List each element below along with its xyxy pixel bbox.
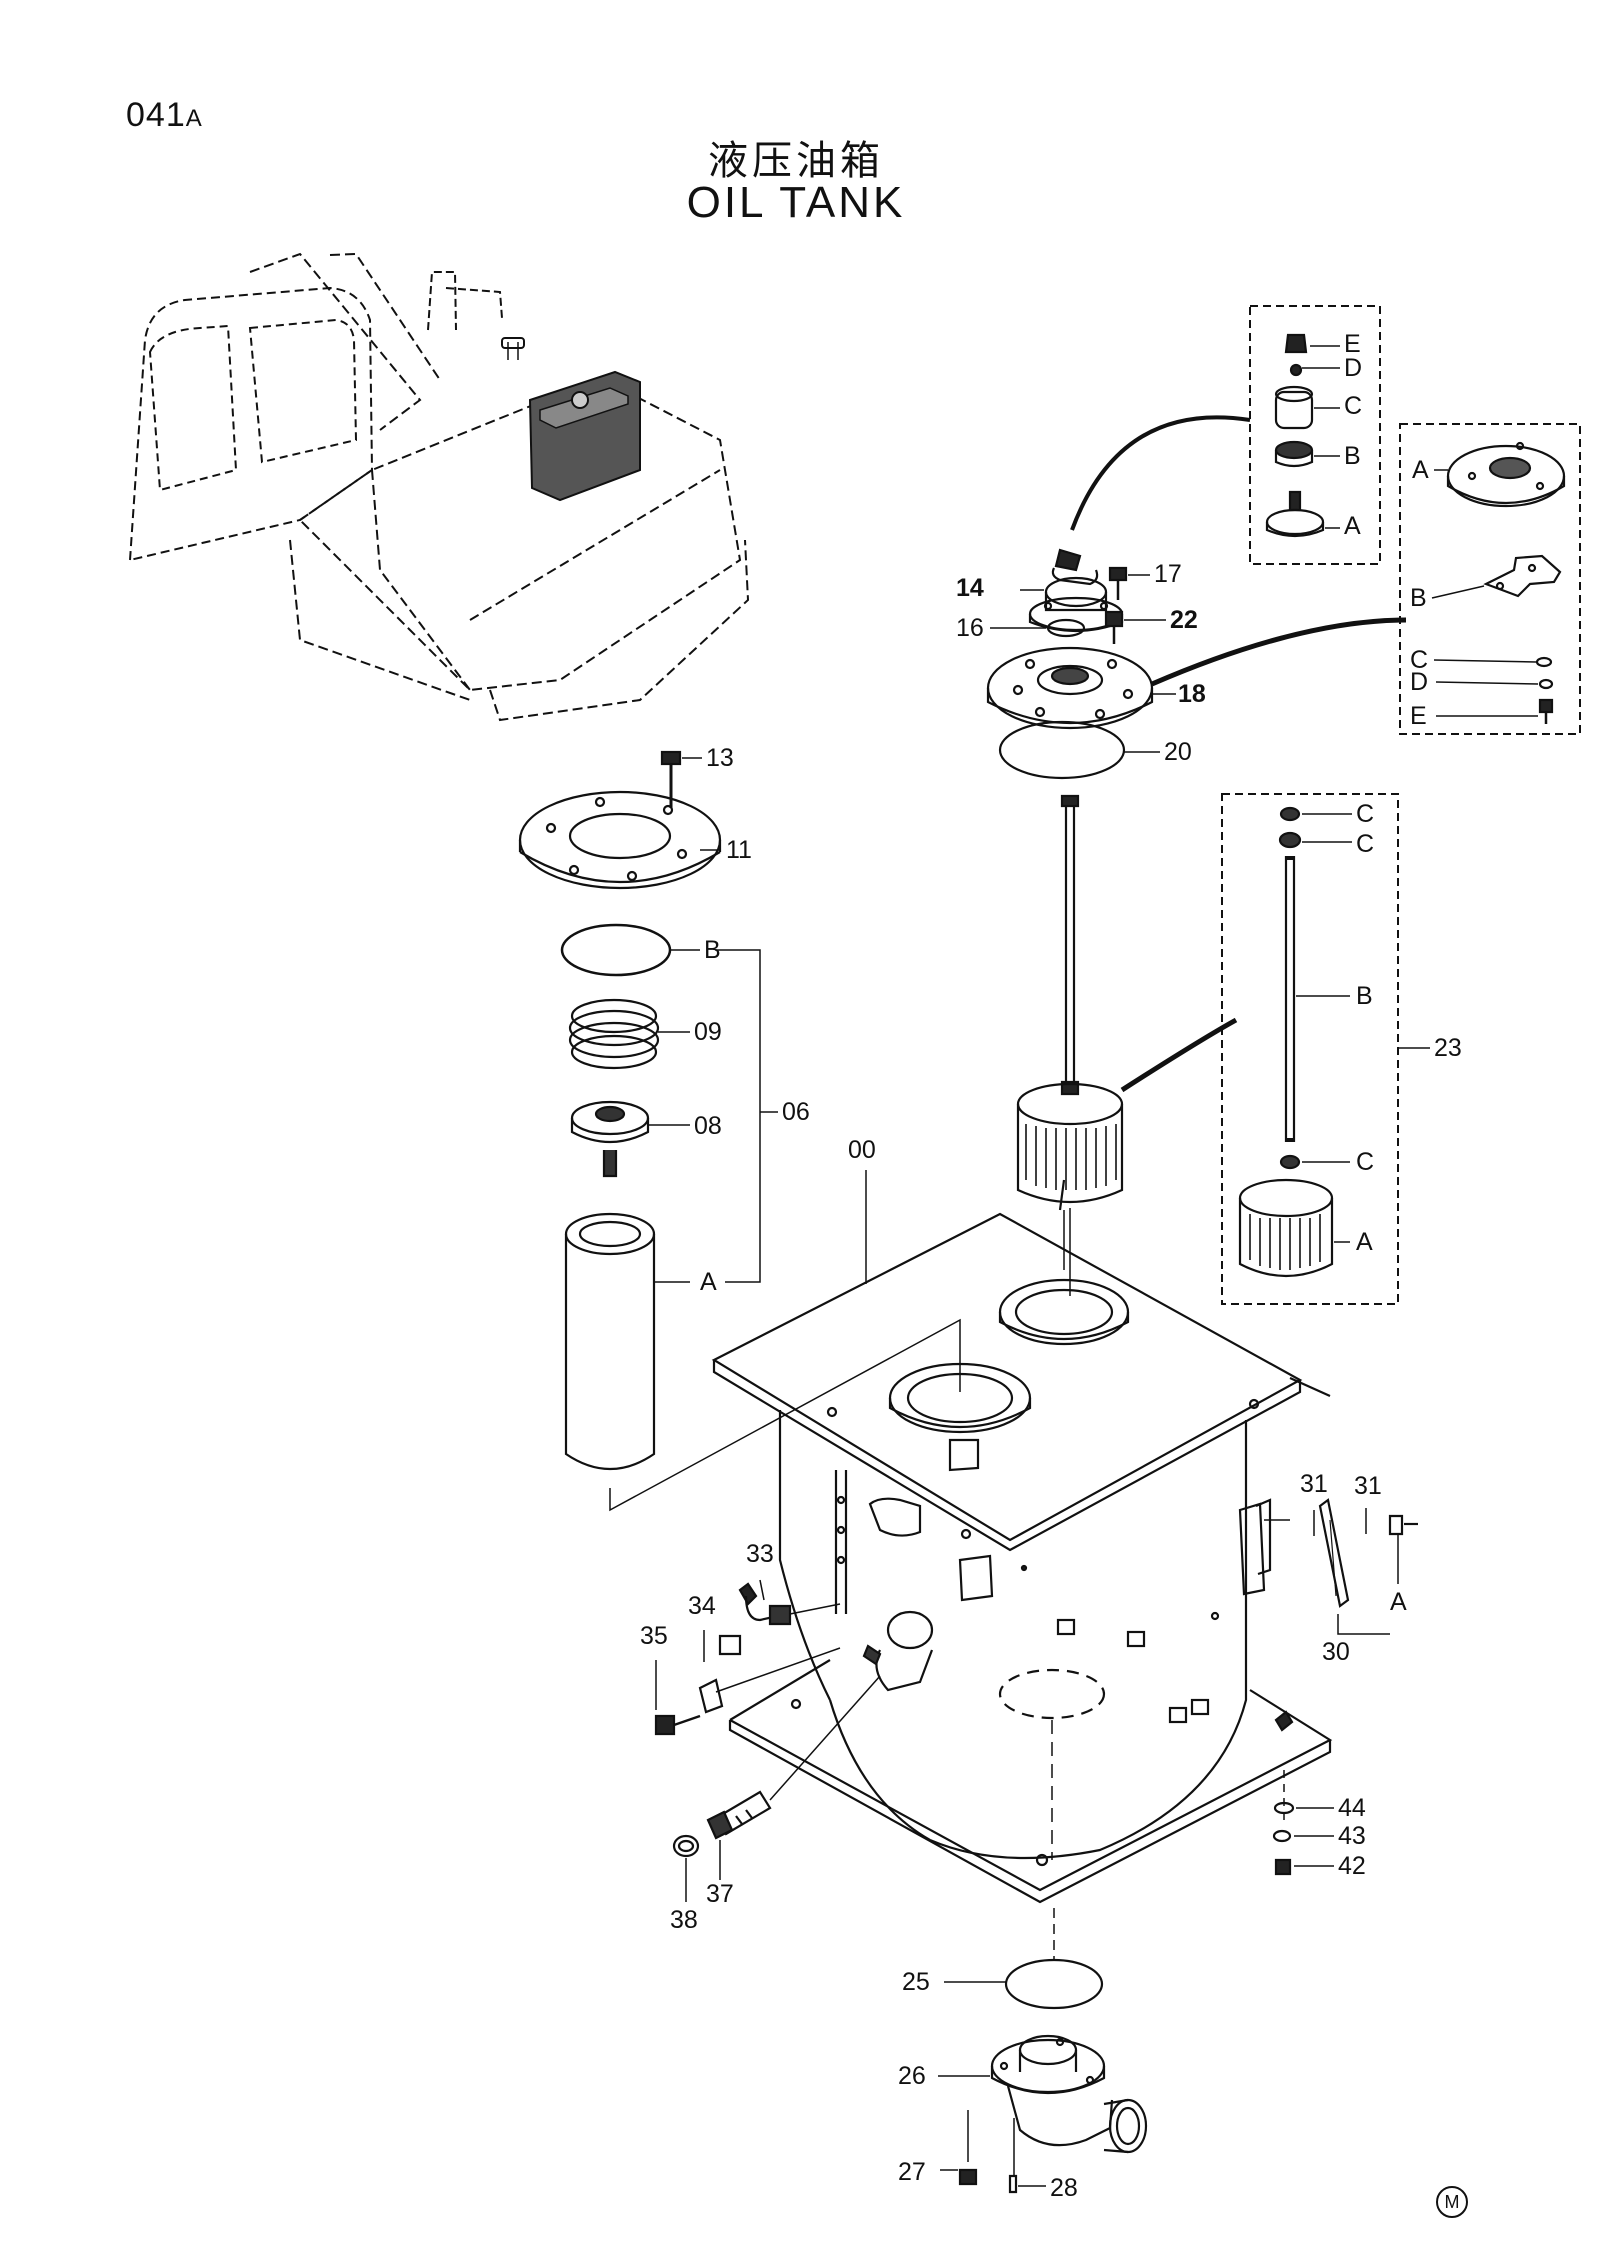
callout-16: 16	[956, 614, 984, 642]
callout-30: 30	[1322, 1638, 1350, 1666]
valve-08	[570, 1100, 690, 1178]
bolt-set-42-44	[1272, 1710, 1334, 1876]
callout-33: 33	[746, 1540, 774, 1568]
sensor-parts-33-35	[654, 1579, 841, 1736]
title-chinese: 液压油箱	[708, 138, 884, 184]
callout-06: 06	[782, 1098, 810, 1126]
callout-31-b: 31	[1354, 1472, 1382, 1500]
callout-11: 11	[726, 836, 752, 864]
callout-18-c: C	[1410, 646, 1429, 674]
corner-mark: M	[1436, 2186, 1468, 2218]
callout-17: 17	[1154, 560, 1182, 588]
callout-14-b: B	[1344, 442, 1361, 470]
callout-23: 23	[1434, 1034, 1462, 1062]
callout-18-b: B	[1410, 584, 1427, 612]
callout-06-b: B	[704, 936, 721, 964]
level-gauge-30	[1255, 1498, 1418, 1635]
callout-25: 25	[902, 1968, 930, 1996]
callout-14-d: D	[1344, 354, 1363, 382]
callout-18: 18	[1178, 680, 1206, 708]
callout-09: 09	[694, 1018, 722, 1046]
spring-09	[568, 998, 690, 1070]
callout-38: 38	[670, 1906, 698, 1934]
callout-23-b: B	[1356, 982, 1373, 1010]
callout-20: 20	[1164, 738, 1192, 766]
callout-08: 08	[694, 1112, 722, 1140]
callout-23-a: A	[1356, 1228, 1373, 1256]
callout-26: 26	[898, 2062, 926, 2090]
page-code: 041A	[126, 96, 203, 135]
detail-box-18	[1399, 423, 1581, 735]
filter-element-a	[564, 1212, 690, 1470]
breather-group-14	[990, 548, 1166, 644]
callout-14-a: A	[1344, 512, 1361, 540]
callout-28: 28	[1050, 2174, 1078, 2202]
callout-00: 00	[848, 1136, 876, 1164]
callout-22: 22	[1170, 606, 1198, 634]
callout-14-e: E	[1344, 330, 1361, 358]
page-code-number: 041	[126, 96, 186, 134]
callout-35: 35	[640, 1622, 668, 1650]
callout-43: 43	[1338, 1822, 1366, 1850]
callout-13: 13	[706, 744, 734, 772]
callout-18-a: A	[1412, 456, 1429, 484]
title-english: OIL TANK	[686, 178, 906, 227]
callout-14: 14	[956, 574, 984, 602]
callout-37: 37	[706, 1880, 734, 1908]
callout-14-c: C	[1344, 392, 1363, 420]
callout-30-a: A	[1390, 1588, 1407, 1616]
callout-23-c1: C	[1356, 800, 1375, 828]
suction-strainer	[1016, 794, 1124, 1296]
callout-23-c3: C	[1356, 1148, 1375, 1176]
callout-23-c2: C	[1356, 830, 1375, 858]
callout-31-a: 31	[1300, 1470, 1328, 1498]
corner-mark-text: M	[1444, 2192, 1460, 2212]
drain-cover-group	[938, 1908, 1148, 2194]
callout-27: 27	[898, 2158, 926, 2186]
callout-18-e: E	[1410, 702, 1427, 730]
callout-06-a: A	[700, 1268, 717, 1296]
cover-plate-11	[518, 790, 722, 890]
callout-42: 42	[1338, 1852, 1366, 1880]
suction-cover-18	[986, 646, 1176, 780]
page-code-suffix: A	[185, 105, 203, 132]
callout-18-d: D	[1410, 668, 1429, 696]
bolt-13	[660, 750, 702, 808]
suction-fitting-37	[672, 1675, 881, 1902]
callout-34: 34	[688, 1592, 716, 1620]
detail-box-14	[1249, 305, 1381, 565]
callout-44: 44	[1338, 1794, 1366, 1822]
excavator-location-thumbnail	[128, 252, 750, 722]
detail-box-23	[1221, 793, 1430, 1305]
